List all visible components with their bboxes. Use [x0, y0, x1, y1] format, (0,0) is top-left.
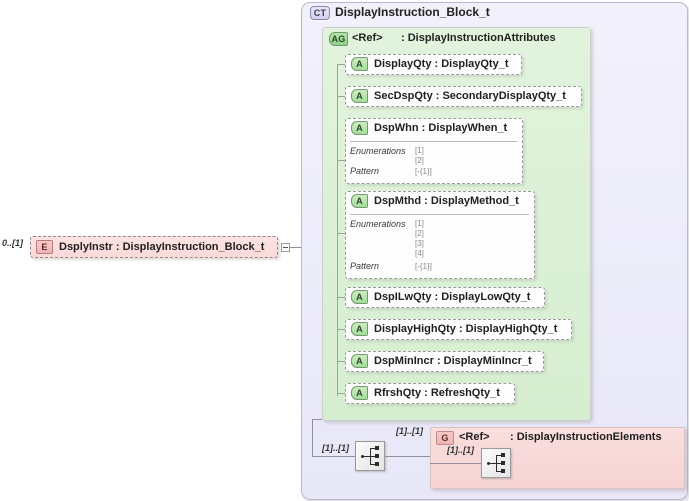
- facet-enumeration-value: [2]: [415, 229, 424, 238]
- group-ref-ref: <Ref>: [459, 431, 490, 443]
- facet-enumerations-label: Enumerations: [350, 146, 406, 156]
- group-ref-name: : DisplayInstructionElements: [510, 431, 662, 443]
- attribute-row[interactable]: [345, 118, 523, 184]
- attribute-label: DisplayHighQty : DisplayHighQty_t: [374, 323, 558, 335]
- attribute-label: DspWhn : DisplayWhen_t: [374, 122, 508, 134]
- attribute-group-ref: <Ref>: [352, 32, 383, 44]
- outer-sequence-riser: [312, 419, 313, 456]
- attribute-badge: A: [351, 322, 368, 336]
- root-element-label: DsplyInstr : DisplayInstruction_Block_t: [59, 241, 265, 253]
- facet-enumeration-value: [3]: [415, 239, 424, 248]
- attribute-label: RfrshQty : RefreshQty_t: [374, 387, 500, 399]
- attribute-badge: A: [351, 121, 368, 135]
- attribute-badge: A: [351, 57, 368, 71]
- attribute-row[interactable]: [345, 86, 582, 107]
- attribute-group-badge: AG: [329, 32, 348, 46]
- root-element-badge: E: [36, 240, 53, 254]
- attribute-tree-stub: [337, 297, 346, 298]
- attribute-row[interactable]: [345, 287, 545, 308]
- group-ref-cardinality: [1]..[1]: [396, 426, 423, 436]
- root-element-box[interactable]: [30, 236, 278, 258]
- outer-sequence-cardinality: [1]..[1]: [322, 443, 349, 453]
- attribute-tree-stub: [337, 329, 346, 330]
- facet-enumeration-value: [1]: [415, 146, 424, 155]
- facet-pattern-label: Pattern: [350, 261, 380, 271]
- attribute-row[interactable]: [345, 54, 522, 75]
- attribute-group-name: : DisplayInstructionAttributes: [401, 32, 556, 44]
- root-element-cardinality: 0..[1]: [2, 238, 24, 248]
- attribute-label: DisplayQty : DisplayQty_t: [374, 58, 509, 70]
- attribute-row[interactable]: [345, 191, 535, 279]
- inner-sequence-cardinality: [1]..[1]: [447, 445, 474, 455]
- attribute-tree-stub: [337, 160, 346, 161]
- attribute-tree-stub: [337, 233, 346, 234]
- attribute-badge: A: [351, 354, 368, 368]
- attribute-label: SecDspQty : SecondaryDisplayQty_t: [374, 90, 566, 102]
- outer-sequence-top-stub: [312, 419, 322, 420]
- facet-enumerations-label: Enumerations: [350, 219, 406, 229]
- complex-type-title: DisplayInstruction_Block_t: [335, 5, 490, 19]
- group-inner-connector: [430, 463, 481, 464]
- attribute-label: DspMthd : DisplayMethod_t: [374, 195, 519, 207]
- attribute-label: DspMinIncr : DisplayMinIncr_t: [374, 355, 532, 367]
- attribute-badge: A: [351, 386, 368, 400]
- group-ref-badge: G: [436, 431, 454, 445]
- facet-enumeration-value: [4]: [415, 249, 424, 258]
- facet-divider: [350, 214, 529, 215]
- attribute-tree-stub: [337, 361, 346, 362]
- facet-divider: [350, 141, 517, 142]
- attribute-row[interactable]: [345, 383, 515, 404]
- complex-type-badge: CT: [310, 6, 330, 20]
- outer-sequence-right-connector: [385, 456, 430, 457]
- attribute-row[interactable]: [345, 319, 572, 340]
- attribute-tree-stub: [337, 64, 346, 65]
- attribute-tree-stub: [337, 96, 346, 97]
- attribute-tree-trunk: [337, 64, 338, 396]
- outer-sequence-icon[interactable]: [355, 441, 385, 471]
- facet-enumeration-value: [2]: [415, 156, 424, 165]
- facet-pattern-value: [-{1}]: [415, 262, 432, 271]
- attribute-row[interactable]: [345, 351, 544, 372]
- attribute-badge: A: [351, 89, 368, 103]
- facet-pattern-value: [-{1}]: [415, 167, 432, 176]
- group-ref-panel: [430, 427, 685, 489]
- attribute-tree-stub: [337, 393, 346, 394]
- inner-sequence-icon[interactable]: [481, 448, 511, 478]
- attribute-label: DspILwQty : DisplayLowQty_t: [374, 291, 531, 303]
- root-element-connector: [290, 247, 301, 248]
- outer-sequence-left-connector: [312, 456, 355, 457]
- facet-enumeration-value: [1]: [415, 219, 424, 228]
- attribute-badge: A: [351, 290, 368, 304]
- facet-pattern-label: Pattern: [350, 166, 380, 176]
- root-element-expander[interactable]: [281, 243, 290, 252]
- attribute-badge: A: [351, 194, 368, 208]
